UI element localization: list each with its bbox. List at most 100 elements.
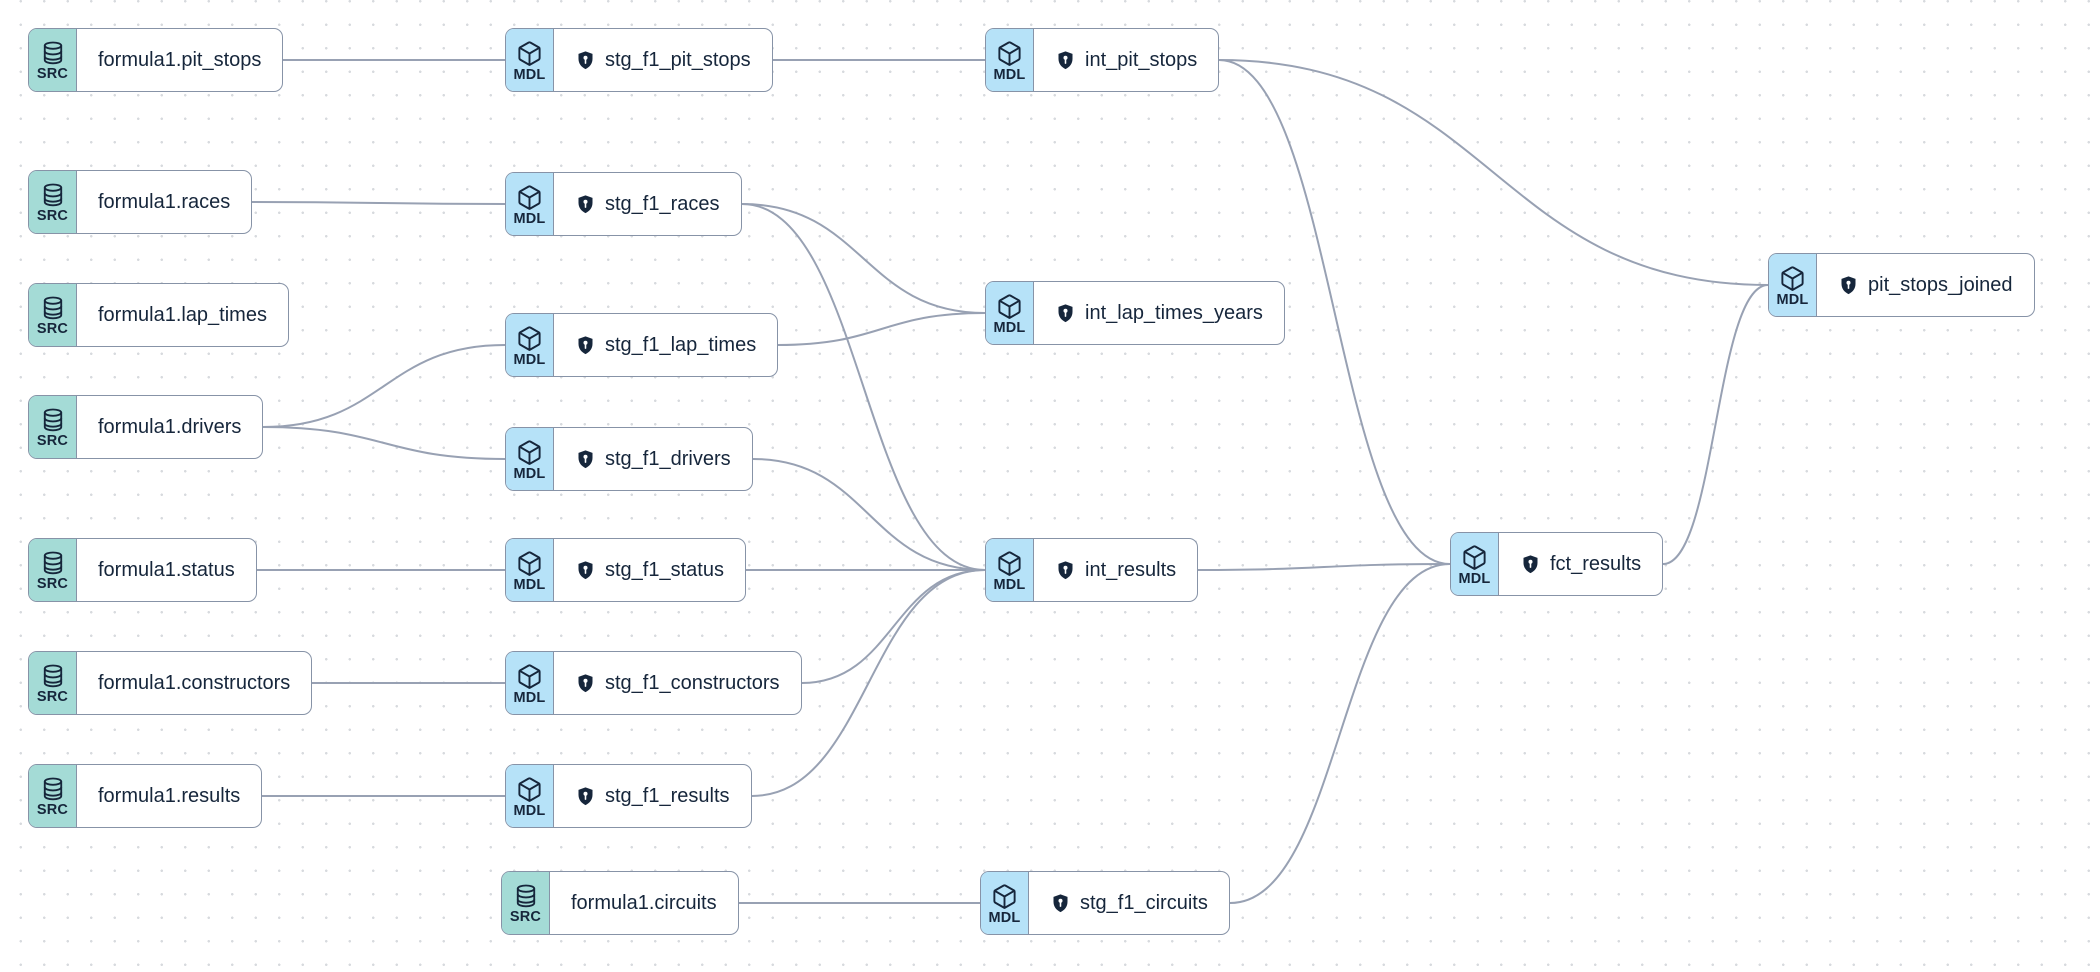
source-badge: SRC xyxy=(29,396,77,458)
database-icon xyxy=(40,182,66,208)
badge-label: MDL xyxy=(993,576,1026,593)
node-body: pit_stops_joined xyxy=(1817,254,2034,316)
node-body: formula1.status xyxy=(77,539,256,601)
model-badge: MDL xyxy=(986,29,1034,91)
node-label: formula1.lap_times xyxy=(98,303,267,326)
node-body: stg_f1_drivers xyxy=(554,428,752,490)
edge-int_results-to-fct_results xyxy=(1197,563,1451,571)
node-formula1.status[interactable]: SRC formula1.status xyxy=(28,538,257,602)
node-stg_f1_results[interactable]: MDL stg_f1_results xyxy=(505,764,752,828)
cube-icon xyxy=(996,40,1023,67)
node-label: stg_f1_races xyxy=(605,192,720,215)
shield-lock-icon xyxy=(575,449,596,470)
node-body: formula1.constructors xyxy=(77,652,311,714)
source-badge: SRC xyxy=(29,539,77,601)
cube-icon xyxy=(991,883,1018,910)
node-formula1.races[interactable]: SRC formula1.races xyxy=(28,170,253,234)
node-formula1.constructors[interactable]: SRC formula1.constructors xyxy=(28,651,313,715)
node-stg_f1_circuits[interactable]: MDL stg_f1_circuits xyxy=(980,871,1230,935)
edge-stg_f1_results-to-int_results xyxy=(751,569,986,797)
model-badge: MDL xyxy=(506,428,554,490)
shield-lock-icon xyxy=(575,50,596,71)
node-label: formula1.races xyxy=(98,190,231,213)
edge-stg_f1_circuits-to-fct_results xyxy=(1229,563,1451,904)
node-label: int_pit_stops xyxy=(1085,48,1198,71)
badge-label: MDL xyxy=(1776,291,1809,308)
node-int_pit_stops[interactable]: MDL int_pit_stops xyxy=(985,28,1220,92)
cube-icon xyxy=(516,663,543,690)
model-badge: MDL xyxy=(981,872,1029,934)
cube-icon xyxy=(1779,265,1806,292)
node-label: fct_results xyxy=(1550,552,1642,575)
node-label: formula1.drivers xyxy=(98,415,242,438)
node-stg_f1_races[interactable]: MDL stg_f1_races xyxy=(505,172,742,236)
cube-icon xyxy=(516,550,543,577)
node-label: formula1.status xyxy=(98,558,235,581)
node-fct_results[interactable]: MDL fct_results xyxy=(1450,532,1664,596)
source-badge: SRC xyxy=(29,765,77,827)
edge-formula1.races-to-stg_f1_races xyxy=(251,201,506,205)
node-stg_f1_drivers[interactable]: MDL stg_f1_drivers xyxy=(505,427,753,491)
node-label: stg_f1_status xyxy=(605,558,724,581)
edge-int_pit_stops-to-pit_stops_joined xyxy=(1218,59,1769,286)
node-label: stg_f1_circuits xyxy=(1080,891,1208,914)
shield-lock-icon xyxy=(1055,303,1076,324)
source-badge: SRC xyxy=(29,171,77,233)
cube-icon xyxy=(516,325,543,352)
node-int_results[interactable]: MDL int_results xyxy=(985,538,1199,602)
cube-icon xyxy=(996,550,1023,577)
node-body: int_pit_stops xyxy=(1034,29,1218,91)
node-body: formula1.lap_times xyxy=(77,284,288,346)
edge-stg_f1_lap_times-to-int_lap_times_years xyxy=(777,312,986,346)
node-label: formula1.constructors xyxy=(98,671,291,694)
badge-label: MDL xyxy=(993,319,1026,336)
shield-lock-icon xyxy=(1055,50,1076,71)
badge-label: SRC xyxy=(36,689,69,706)
badge-label: SRC xyxy=(36,208,69,225)
shield-lock-icon xyxy=(1055,560,1076,581)
shield-lock-icon xyxy=(575,194,596,215)
badge-label: MDL xyxy=(988,909,1021,926)
node-stg_f1_status[interactable]: MDL stg_f1_status xyxy=(505,538,746,602)
node-body: int_results xyxy=(1034,539,1197,601)
model-badge: MDL xyxy=(506,765,554,827)
model-badge: MDL xyxy=(986,539,1034,601)
badge-label: MDL xyxy=(513,210,546,227)
cube-icon xyxy=(516,40,543,67)
node-body: stg_f1_races xyxy=(554,173,741,235)
node-label: stg_f1_results xyxy=(605,784,730,807)
edge-stg_f1_races-to-int_lap_times_years xyxy=(741,203,986,314)
badge-label: SRC xyxy=(36,433,69,450)
badge-label: MDL xyxy=(513,66,546,83)
model-badge: MDL xyxy=(506,539,554,601)
node-label: stg_f1_drivers xyxy=(605,447,731,470)
database-icon xyxy=(40,776,66,802)
node-stg_f1_constructors[interactable]: MDL stg_f1_constructors xyxy=(505,651,802,715)
database-icon xyxy=(40,663,66,689)
node-body: formula1.results xyxy=(77,765,261,827)
source-badge: SRC xyxy=(29,29,77,91)
model-badge: MDL xyxy=(506,652,554,714)
cube-icon xyxy=(996,293,1023,320)
shield-lock-icon xyxy=(575,335,596,356)
database-icon xyxy=(40,407,66,433)
node-formula1.drivers[interactable]: SRC formula1.drivers xyxy=(28,395,264,459)
cube-icon xyxy=(1461,544,1488,571)
model-badge: MDL xyxy=(506,173,554,235)
node-body: fct_results xyxy=(1499,533,1662,595)
badge-label: MDL xyxy=(1458,570,1491,587)
node-label: stg_f1_constructors xyxy=(605,671,780,694)
node-pit_stops_joined[interactable]: MDL pit_stops_joined xyxy=(1768,253,2035,317)
node-body: stg_f1_lap_times xyxy=(554,314,777,376)
model-badge: MDL xyxy=(986,282,1034,344)
